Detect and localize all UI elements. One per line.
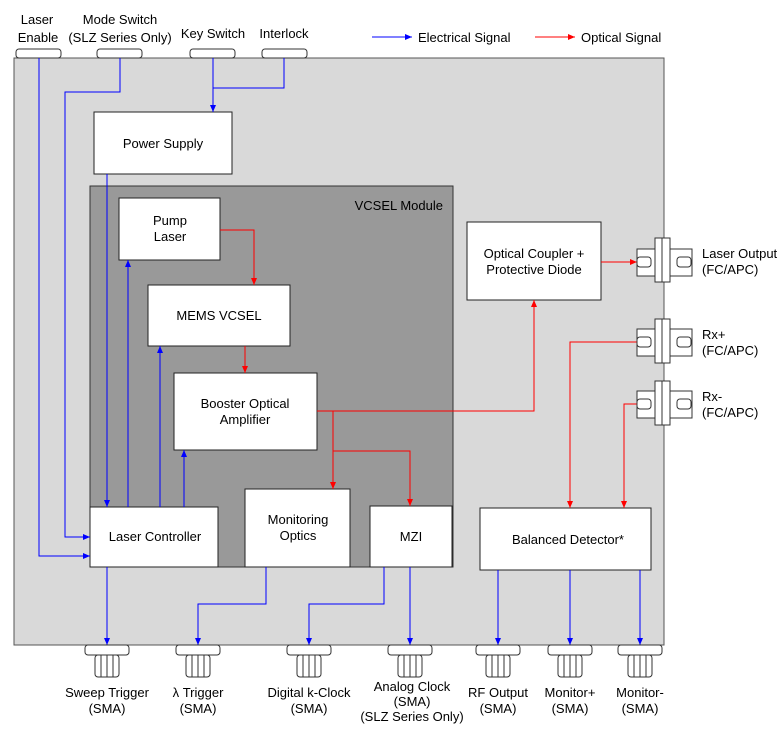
lambda-trigger-label: λ Trigger(SMA) xyxy=(173,685,224,716)
interlock-connector xyxy=(261,48,308,59)
pump-laser-block xyxy=(118,197,221,261)
mzi-label: MZI xyxy=(400,529,422,544)
power-supply-label: Power Supply xyxy=(123,136,204,151)
optical-signals xyxy=(220,229,637,508)
monitor-plus-sma-connector xyxy=(547,644,593,678)
rx-minus-label: Rx-(FC/APC) xyxy=(702,389,758,420)
analog-clock-sma-connector xyxy=(387,644,433,678)
rx-plus-connector xyxy=(636,318,693,364)
mode-switch-label: Mode Switch(SLZ Series Only) xyxy=(68,12,171,45)
vcsel-module-label: VCSEL Module xyxy=(355,198,443,213)
lambda-trigger-sma-connector xyxy=(175,644,221,678)
key-switch-connector xyxy=(189,48,236,59)
key-switch-label: Key Switch xyxy=(181,26,245,41)
mzi-block xyxy=(369,505,453,568)
booster-amplifier-block xyxy=(173,372,318,451)
legend-optical: Optical Signal xyxy=(581,30,661,45)
mems-vcsel-block xyxy=(147,284,291,347)
balanced-detector-label: Balanced Detector* xyxy=(512,532,624,547)
monitor-minus-sma-connector xyxy=(617,644,663,678)
optical-coupler-label: Optical Coupler +Protective Diode xyxy=(484,246,585,277)
monitor-minus-label: Monitor-(SMA) xyxy=(616,685,664,716)
electrical-signals xyxy=(38,58,643,645)
laser-enable-connector xyxy=(15,48,62,59)
rf-output-label: RF Output(SMA) xyxy=(468,685,528,716)
mems-vcsel-label: MEMS VCSEL xyxy=(176,308,261,323)
monitor-plus-label: Monitor+(SMA) xyxy=(545,685,596,716)
legend: Electrical Signal Optical Signal xyxy=(372,30,661,45)
bottom-ports xyxy=(84,644,663,678)
laser-controller-label: Laser Controller xyxy=(109,529,202,544)
balanced-detector-block xyxy=(479,507,652,571)
monitoring-optics-block xyxy=(244,488,351,568)
rx-minus-connector xyxy=(636,380,693,426)
laser-controller-block xyxy=(89,506,219,568)
laser-output-label: Laser Output(FC/APC) xyxy=(702,246,778,277)
interlock-label: Interlock xyxy=(259,26,309,41)
mode-switch-connector xyxy=(96,48,143,59)
power-supply-block xyxy=(93,111,233,175)
rf-output-sma-connector xyxy=(475,644,521,678)
analog-clock-label: Analog Clock(SMA)(SLZ Series Only) xyxy=(360,679,463,724)
sweep-trigger-sma-connector xyxy=(84,644,130,678)
legend-electrical: Electrical Signal xyxy=(418,30,511,45)
laser-output-connector xyxy=(636,237,693,283)
digital-k-clock-sma-connector xyxy=(286,644,332,678)
sweep-trigger-label: Sweep Trigger(SMA) xyxy=(65,685,149,716)
right-ports: Laser Output(FC/APC) Rx+(FC/APC) Rx-(FC/… xyxy=(636,237,778,426)
rx-plus-label: Rx+(FC/APC) xyxy=(702,327,758,358)
optical-coupler-block xyxy=(466,221,602,301)
digital-k-clock-label: Digital k-Clock(SMA) xyxy=(267,685,351,716)
